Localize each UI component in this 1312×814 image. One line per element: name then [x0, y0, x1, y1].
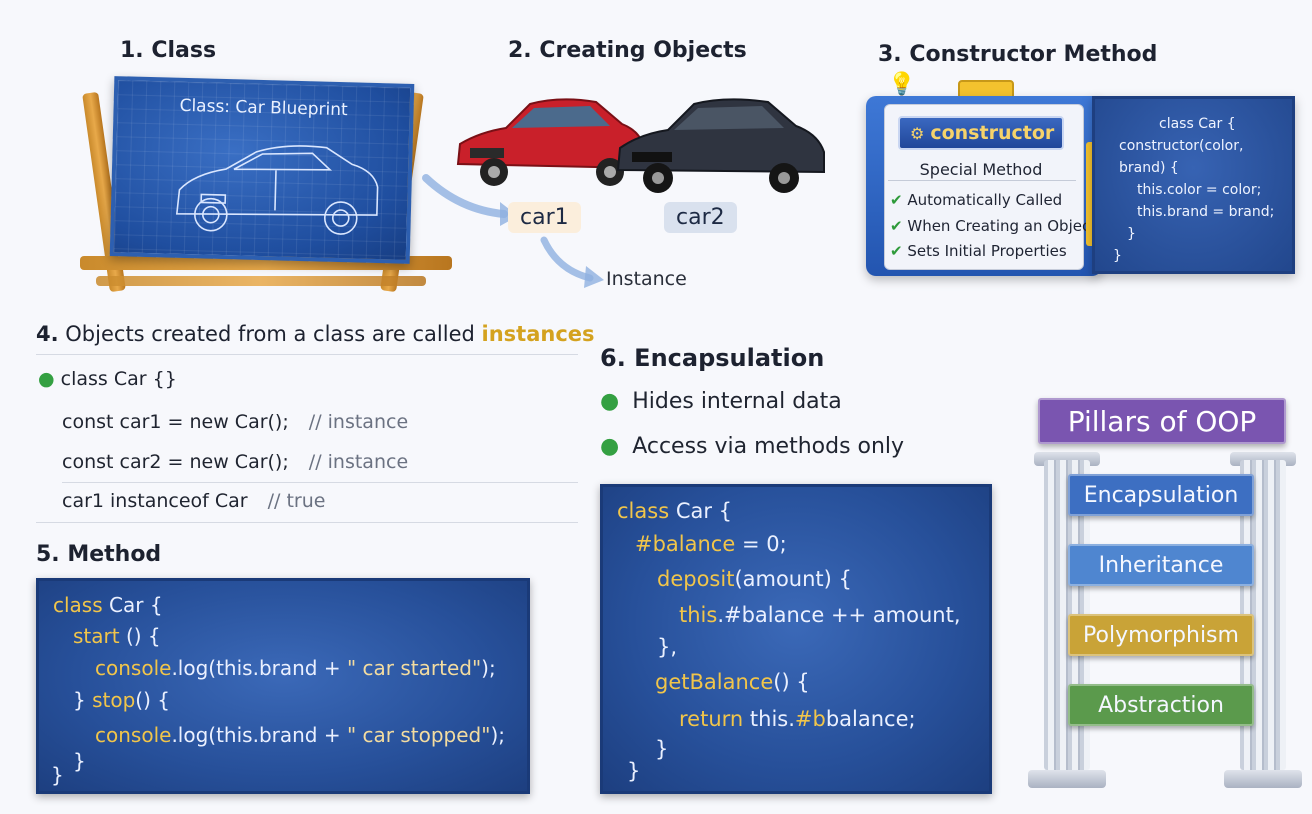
car1-label: car1 [508, 202, 581, 233]
car2-label: car2 [664, 202, 737, 233]
check-icon: ✔ [890, 216, 903, 235]
code-text: const car1 = new Car(); [62, 411, 289, 433]
code-line-instanceof: car1 instanceof Car // true [62, 490, 325, 512]
section-4-number: 4. [36, 322, 59, 346]
check-circle-icon: ● [600, 389, 620, 414]
divider [888, 180, 1076, 181]
code-line-car2: const car2 = new Car(); // instance [62, 451, 408, 473]
divider [36, 354, 578, 355]
code-text: const car2 = new Car(); [62, 451, 289, 473]
column-base-right [1224, 770, 1302, 788]
code-line: } [1113, 248, 1122, 264]
code-line: constructor(color, brand) { [1119, 138, 1244, 176]
dark-car-icon [616, 98, 825, 193]
code-line: this.brand = brand; [1137, 204, 1275, 220]
constructor-code-board: class Car { constructor(color, brand) { … [1092, 96, 1295, 274]
pillar-inheritance: Inheritance [1068, 544, 1254, 586]
encap-bullet-1: ● Hides internal data [600, 389, 842, 414]
constructor-pill: ⚙ constructor [898, 116, 1064, 150]
section-6-heading: 6. Encapsulation [600, 344, 825, 372]
section-4-heading: 4. Objects created from a class are call… [36, 322, 595, 346]
code-line: class Car { [1159, 116, 1236, 132]
check-icon: ✔ [890, 242, 903, 260]
code-line-car1: const car1 = new Car(); // instance [62, 411, 408, 433]
bullet-item: ✔ Sets Initial Properties [890, 242, 1067, 260]
class-blueprint-board: Class: Car Blueprint [109, 76, 415, 264]
code-text: car1 instanceof Car [62, 490, 248, 512]
code-line: this.color = color; [1137, 182, 1262, 198]
divider [36, 522, 578, 523]
folder-tab [1086, 142, 1096, 246]
column-base-left [1028, 770, 1106, 788]
method-code-board: class Car { start () { console.log(this.… [36, 578, 530, 794]
code-comment: // instance [308, 451, 409, 473]
section-2-heading: 2. Creating Objects [508, 38, 747, 63]
check-circle-icon: ● [38, 368, 55, 390]
section-4-text: Objects created from a class are called [65, 322, 475, 346]
red-car-icon [456, 98, 645, 186]
divider [62, 482, 578, 483]
constructor-bullets: ✔ Automatically Called ✔ When Creating a… [890, 188, 1096, 265]
section-3-heading: 3. Constructor Method [878, 42, 1158, 67]
special-method-label: Special Method [919, 160, 1043, 179]
bullet-item: ✔ Automatically Called [890, 191, 1063, 209]
lightbulb-icon: 💡 [888, 72, 916, 97]
pillar-polymorphism: Polymorphism [1068, 614, 1254, 656]
code-comment: // true [267, 490, 326, 512]
car-sketch-icon [175, 145, 379, 235]
pillar-abstraction: Abstraction [1068, 684, 1254, 726]
check-icon: ✔ [890, 191, 903, 209]
instance-label: Instance [606, 268, 687, 290]
constructor-pill-label: constructor [930, 122, 1055, 144]
section-5-heading: 5. Method [36, 542, 162, 567]
pillar-encapsulation: Encapsulation [1068, 474, 1254, 516]
check-circle-icon: ● [600, 434, 620, 459]
encapsulation-code-board: class Car { #balance = 0; deposit(amount… [600, 484, 992, 794]
gear-icon: ⚙ [910, 123, 925, 143]
code-line: } [1127, 226, 1136, 242]
pillars-title: Pillars of OOP [1038, 398, 1286, 444]
section-4-accent: instances [481, 322, 595, 346]
code-comment: // instance [308, 411, 409, 433]
section-1-heading: 1. Class [120, 38, 217, 63]
bullet-item: ✔ When Creating an Object [890, 216, 1097, 235]
encap-bullet-2: ● Access via methods only [600, 434, 904, 459]
bullet-text: Access via methods only [632, 434, 905, 459]
bullet-text: Hides internal data [632, 389, 842, 414]
code-text: class Car {} [60, 368, 177, 390]
code-line-class: ● class Car {} [38, 368, 177, 390]
